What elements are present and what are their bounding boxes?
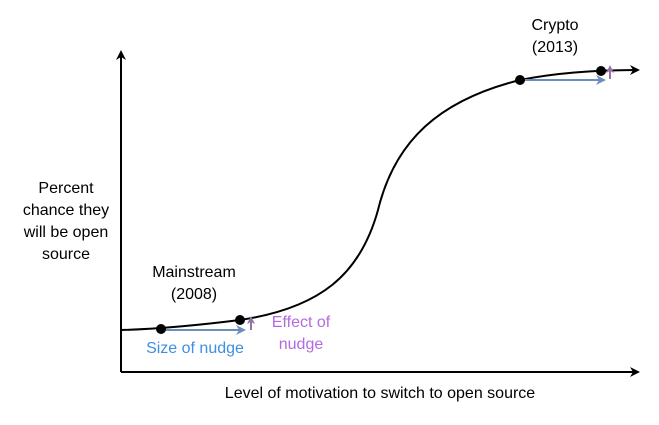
mainstream-label: Mainstream (2008) <box>130 262 258 306</box>
y-axis-label-line: chance they <box>22 202 110 219</box>
size-of-nudge-label: Size of nudge <box>146 340 244 357</box>
y-axis-label-line: source <box>41 246 91 263</box>
y-axis-label-line: Percent <box>38 180 94 197</box>
mainstream-label-year: (2008) <box>170 286 218 303</box>
crypto-end-point <box>596 66 606 76</box>
crypto-label-name: Crypto <box>531 17 579 34</box>
crypto-label: Crypto (2013) <box>505 15 605 59</box>
effect-of-nudge-line: nudge <box>278 336 324 353</box>
mainstream-end-point <box>235 315 245 325</box>
crypto-label-year: (2013) <box>531 39 579 56</box>
y-axis-label-line: will be open <box>23 224 109 241</box>
mainstream-start-point <box>156 324 166 334</box>
x-axis-label: Level of motivation to switch to open so… <box>224 385 536 402</box>
effect-of-nudge-line: Effect of <box>271 314 331 331</box>
mainstream-label-name: Mainstream <box>152 264 236 281</box>
crypto-start-point <box>515 75 525 85</box>
effect-of-nudge-label: Effect of nudge <box>258 312 344 356</box>
s-curve <box>120 65 640 331</box>
y-axis-label: Percent chance they will be open source <box>0 178 132 266</box>
